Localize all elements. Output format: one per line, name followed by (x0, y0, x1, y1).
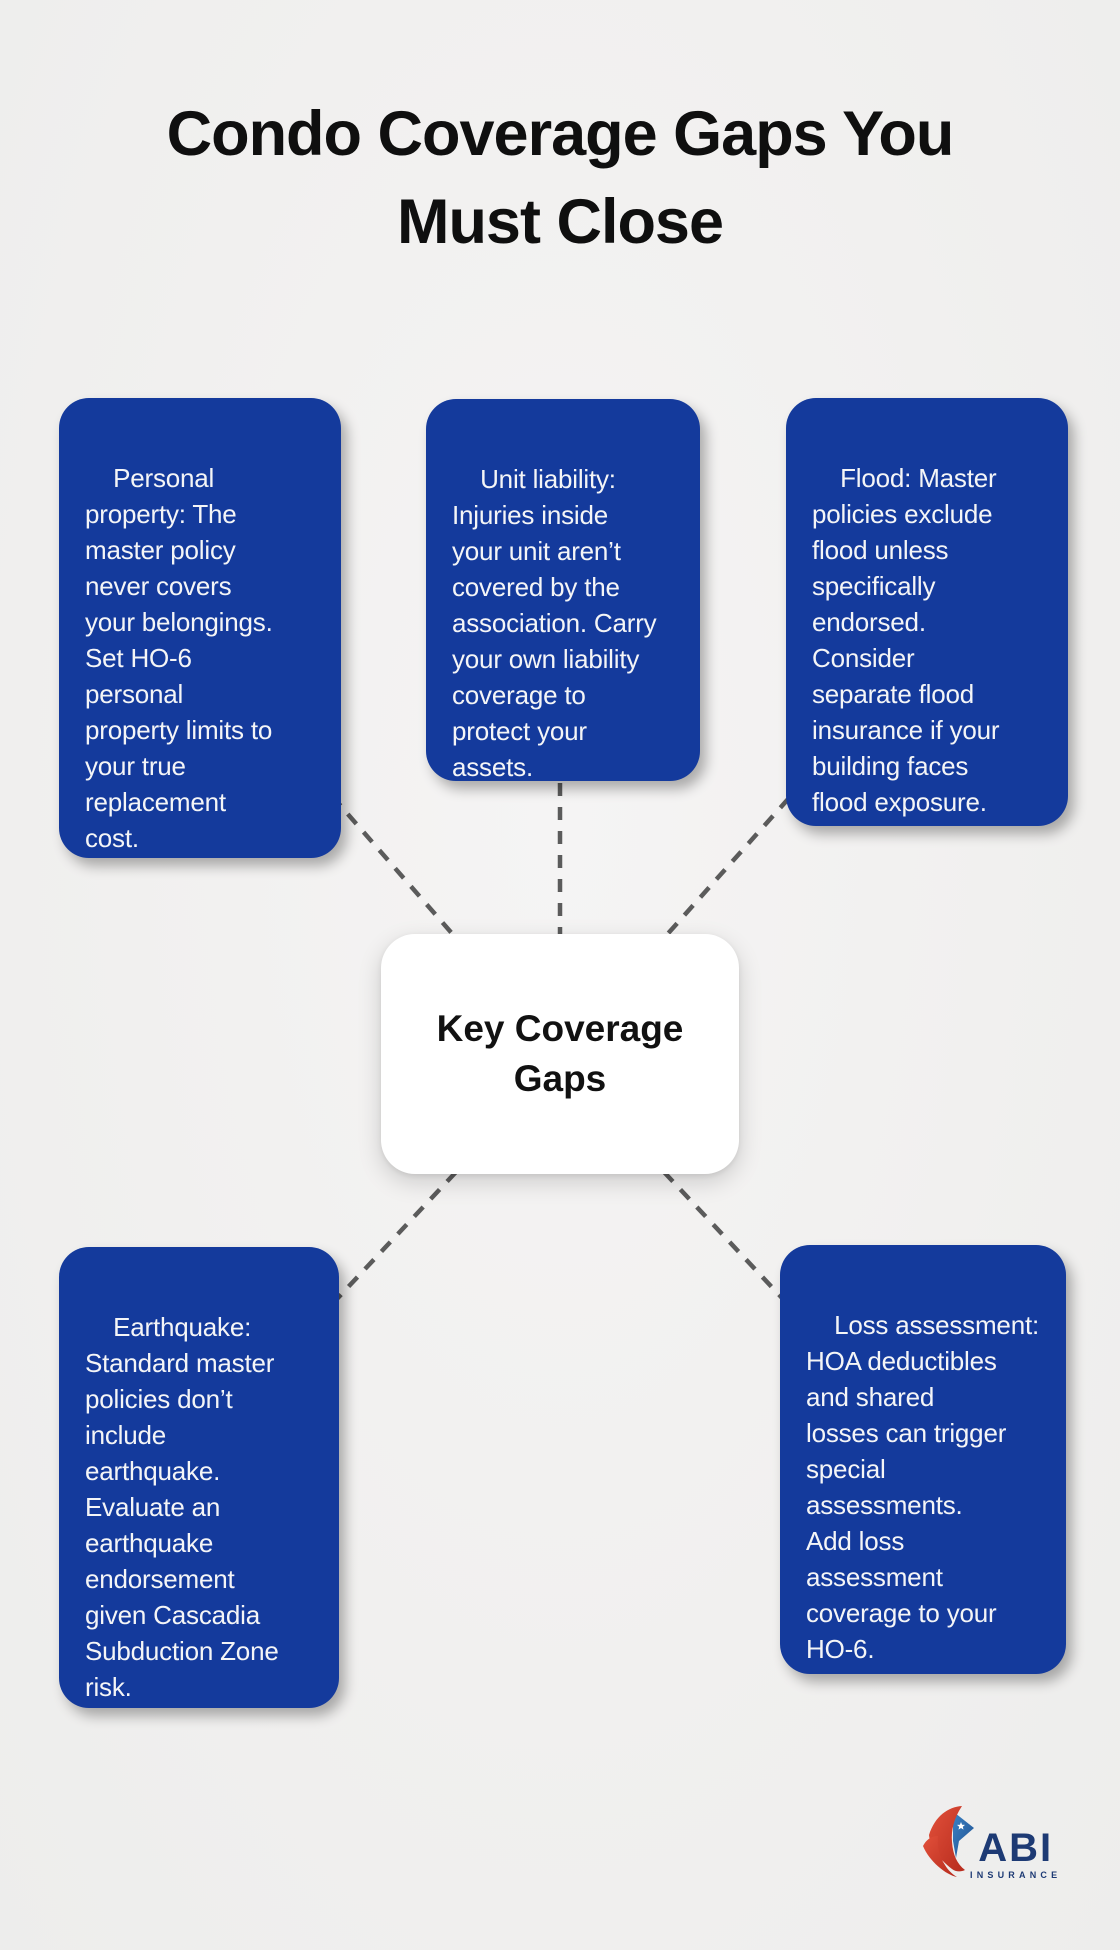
node-text: Personal property: The master policy nev… (85, 463, 273, 853)
node-text: Loss assessment: HOA deductibles and sha… (806, 1310, 1039, 1664)
center-node: Key Coverage Gaps (381, 934, 739, 1174)
connector-line-loss-assessment (662, 1170, 785, 1301)
connector-line-flood (662, 796, 791, 940)
node-personal-property: Personal property: The master policy nev… (59, 398, 341, 858)
connector-line-earthquake (333, 1170, 458, 1303)
node-earthquake: Earthquake: Standard master policies don… (59, 1247, 339, 1708)
node-unit-liability: Unit liability: Injuries inside your uni… (426, 399, 700, 781)
center-node-label: Key Coverage Gaps (436, 1008, 684, 1099)
logo-pennant-shape (953, 1813, 974, 1858)
brand-name: ABI (978, 1826, 1054, 1870)
connector-line-personal-property (330, 794, 458, 940)
logo-swoosh-small (923, 1836, 957, 1877)
page-title: Condo Coverage Gaps You Must Close (166, 99, 955, 257)
node-loss-assessment: Loss assessment: HOA deductibles and sha… (780, 1245, 1066, 1674)
node-text: Unit liability: Injuries inside your uni… (452, 464, 657, 781)
node-text: Earthquake: Standard master policies don… (85, 1312, 279, 1702)
logo-star (957, 1822, 965, 1830)
brand-tagline: INSURANCE (970, 1870, 1062, 1880)
abi-logo-icon (923, 1806, 974, 1877)
node-text: Flood: Master policies exclude flood unl… (812, 463, 1000, 817)
brand-logo: ABI INSURANCE (920, 1804, 1061, 1880)
node-flood: Flood: Master policies exclude flood unl… (786, 398, 1068, 826)
